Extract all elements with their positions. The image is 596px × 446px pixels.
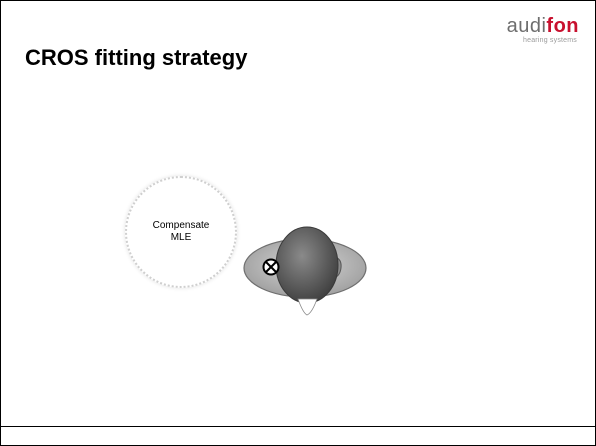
bubble-line-mle: MLE bbox=[170, 232, 192, 243]
footer-divider bbox=[1, 426, 595, 427]
logo-tagline: hearing systems bbox=[523, 37, 577, 44]
slide-title: CROS fitting strategy bbox=[25, 45, 248, 70]
bubble-line-compensate: Compensate bbox=[152, 220, 210, 231]
logo-wordmark-bold: fon bbox=[546, 15, 579, 37]
nose bbox=[297, 298, 318, 316]
head bbox=[275, 226, 339, 304]
logo-wordmark-light: audi bbox=[506, 15, 547, 37]
speech-bubble: Compensate MLE bbox=[125, 176, 237, 288]
head-top-view-icon bbox=[243, 226, 367, 316]
logo-wordmark: audifon bbox=[507, 15, 579, 37]
audifon-logo: audifon hearing systems bbox=[501, 15, 579, 55]
muted-ear-icon bbox=[262, 258, 280, 276]
bubble-text: Compensate MLE bbox=[127, 220, 235, 244]
